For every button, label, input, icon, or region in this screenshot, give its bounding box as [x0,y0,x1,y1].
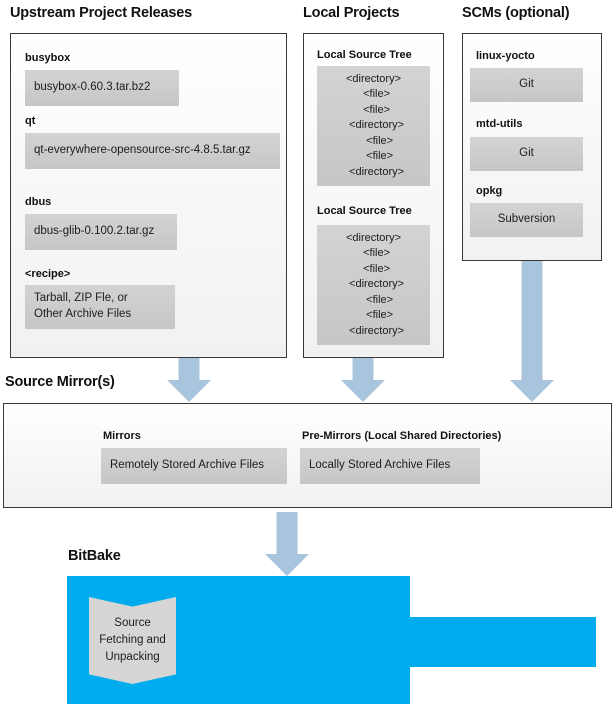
tree-line: <file> [356,103,391,116]
scm-item-value-mtd-utils: Git [470,137,583,171]
tree-line: <file> [356,88,391,101]
arrow-local-projects-to-mirror [341,358,385,402]
upstream-item-value-busybox: busybox-0.60.3.tar.bz2 [25,70,179,106]
pre-mirrors-label: Pre-Mirrors (Local Shared Directories) [302,430,502,442]
tree-line: <directory> [345,73,402,86]
mirrors-label: Mirrors [103,430,141,442]
upstream-item-value-qt: qt-everywhere-opensource-src-4.8.5.tar.g… [25,133,280,169]
bitbake-section-title: BitBake [68,548,121,564]
arrow-scms-to-mirror [510,261,554,402]
tree-line: <file> [356,247,391,260]
tree-line: <directory> [342,278,405,291]
tree-line: <directory> [342,119,405,132]
tree-line: <directory> [345,232,402,245]
local-source-tree-label-1: Local Source Tree [317,49,412,61]
local-source-tree-block-1: <directory> <file> <file> <directory> <f… [317,66,430,186]
scm-item-label-opkg: opkg [476,185,503,197]
arrow-upstream-to-mirror [167,358,211,402]
source-mirrors-section-title: Source Mirror(s) [5,374,115,390]
mirrors-value: Remotely Stored Archive Files [101,448,287,484]
local-projects-section-title: Local Projects [303,5,400,21]
tree-line: <directory> [342,165,405,178]
upstream-item-value-dbus: dbus-glib-0.100.2.tar.gz [25,214,177,250]
tree-line: <file> [353,150,394,163]
upstream-item-value-recipe: Tarball, ZIP Fle, or Other Archive Files [25,285,175,329]
scm-item-value-opkg: Subversion [470,203,583,237]
scm-item-label-linux-yocto: linux-yocto [476,50,535,62]
local-source-tree-label-2: Local Source Tree [317,205,412,217]
pre-mirrors-value: Locally Stored Archive Files [300,448,480,484]
local-source-tree-block-2: <directory> <file> <file> <directory> <f… [317,225,430,345]
tree-line: <file> [353,309,394,322]
upstream-item-label-busybox: busybox [25,52,71,64]
bitbake-process-source-fetching-and-unpacking: Source Fetching and Unpacking [89,597,176,684]
tree-line: <file> [356,262,391,275]
scms-section-title: SCMs (optional) [462,5,570,21]
upstream-section-title: Upstream Project Releases [10,5,192,21]
scm-item-value-linux-yocto: Git [470,68,583,102]
scm-item-label-mtd-utils: mtd-utils [476,118,523,130]
tree-line: <file> [353,293,394,306]
upstream-item-label-dbus: dbus [25,196,52,208]
upstream-item-label-qt: qt [25,115,36,127]
arrow-mirror-to-bitbake [265,512,309,576]
upstream-item-label-recipe: <recipe> [25,268,71,280]
tree-line: <file> [353,134,394,147]
bitbake-output-bar [409,617,596,667]
tree-line: <directory> [342,324,405,337]
